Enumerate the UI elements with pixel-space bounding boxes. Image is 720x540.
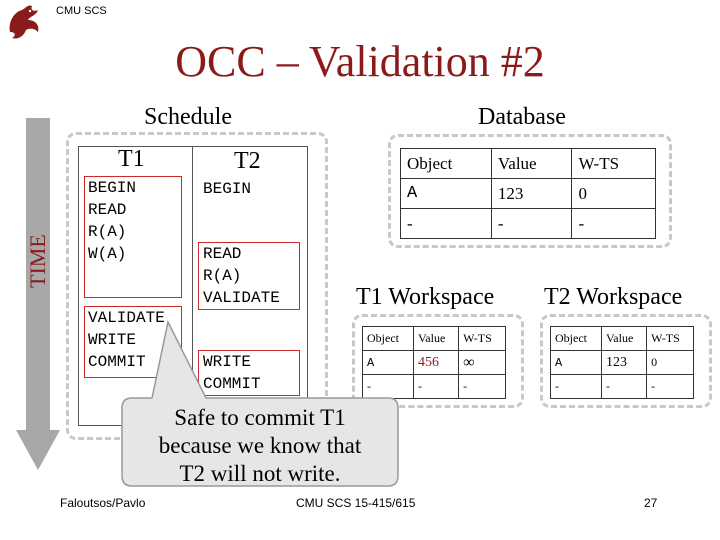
- page-number: 27: [644, 496, 658, 510]
- db-cell: A: [400, 178, 492, 209]
- cmu-dragon-logo: [4, 2, 44, 42]
- db-cell: 123: [490, 178, 573, 209]
- t1-op-commit: COMMIT: [88, 353, 146, 371]
- callout-line: T2 will not write.: [179, 461, 341, 486]
- t2-op-write: WRITE: [203, 353, 252, 371]
- t1-workspace-panel: [352, 314, 524, 408]
- t1-op-validate: VALIDATE: [88, 309, 165, 327]
- db-cell: -: [400, 208, 492, 239]
- database-heading: Database: [478, 104, 566, 130]
- t2-workspace-panel: [540, 314, 712, 408]
- t1-cell-value-modified: 456: [412, 350, 460, 375]
- table-row: - - -: [400, 208, 656, 239]
- t1-op-begin: BEGIN: [88, 179, 137, 197]
- t1-col-value: Value: [412, 326, 460, 351]
- table-row: - - -: [550, 374, 694, 399]
- t1-cell: -: [458, 374, 506, 399]
- schedule-heading: Schedule: [144, 104, 232, 130]
- t1-op-read-a: R(A): [88, 223, 127, 241]
- db-cell: 0: [571, 178, 656, 209]
- database-panel: [388, 134, 672, 248]
- callout-line: because we know that: [158, 433, 362, 458]
- t2-op-begin: BEGIN: [203, 180, 252, 198]
- time-arrow-icon: [16, 118, 60, 470]
- t1-op-read: READ: [88, 201, 127, 219]
- t2-op-read-a: R(A): [203, 267, 242, 285]
- table-row: Object Value W-TS: [400, 148, 656, 179]
- t2-op-read: READ: [203, 245, 242, 263]
- db-cell: -: [571, 208, 656, 239]
- header-org: CMU SCS: [56, 5, 107, 17]
- t2-workspace-table: Object Value W-TS A 123 0 - - -: [550, 326, 694, 399]
- footer-authors: Faloutsos/Pavlo: [60, 496, 146, 510]
- table-row: Object Value W-TS: [362, 326, 506, 351]
- t2-read-phase: READ R(A) VALIDATE: [198, 242, 300, 310]
- t2-col-value: Value: [600, 326, 648, 351]
- callout-line: Safe to commit T1: [174, 405, 346, 430]
- db-cell: -: [490, 208, 573, 239]
- db-col-object: Object: [400, 148, 492, 179]
- t2-op-validate: VALIDATE: [203, 289, 280, 307]
- t2-col-object: Object: [550, 326, 602, 351]
- t2-op-commit: COMMIT: [203, 375, 261, 393]
- t1-read-phase: BEGIN READ R(A) W(A): [84, 176, 182, 298]
- slide-title: OCC – Validation #2: [175, 37, 545, 86]
- t1-op-write-a: W(A): [88, 245, 127, 263]
- t2-cell: -: [600, 374, 648, 399]
- t1-col-object: Object: [362, 326, 414, 351]
- database-table: Object Value W-TS A 123 0 - - -: [400, 148, 656, 239]
- t1-heading: T1: [118, 146, 145, 172]
- t1-validate-phase: VALIDATE WRITE COMMIT: [84, 306, 182, 378]
- table-row: A 123 0: [550, 350, 694, 375]
- t1-workspace-heading: T1 Workspace: [356, 284, 495, 310]
- t2-cell: -: [646, 374, 694, 399]
- t2-workspace-heading: T2 Workspace: [544, 284, 683, 310]
- db-col-wts: W-TS: [571, 148, 656, 179]
- t1-cell: -: [412, 374, 460, 399]
- t2-cell: 123: [600, 350, 648, 375]
- schedule-divider: [192, 146, 193, 424]
- table-row: Object Value W-TS: [550, 326, 694, 351]
- callout-text: Safe to commit T1 because we know that T…: [124, 404, 396, 488]
- t1-op-write: WRITE: [88, 331, 137, 349]
- footer-course: CMU SCS 15-415/615: [296, 496, 416, 510]
- table-row: A 123 0: [400, 178, 656, 209]
- t2-col-wts: W-TS: [646, 326, 694, 351]
- t2-heading: T2: [234, 148, 261, 174]
- t2-cell: A: [550, 350, 602, 375]
- t2-write-phase: WRITE COMMIT: [198, 350, 300, 396]
